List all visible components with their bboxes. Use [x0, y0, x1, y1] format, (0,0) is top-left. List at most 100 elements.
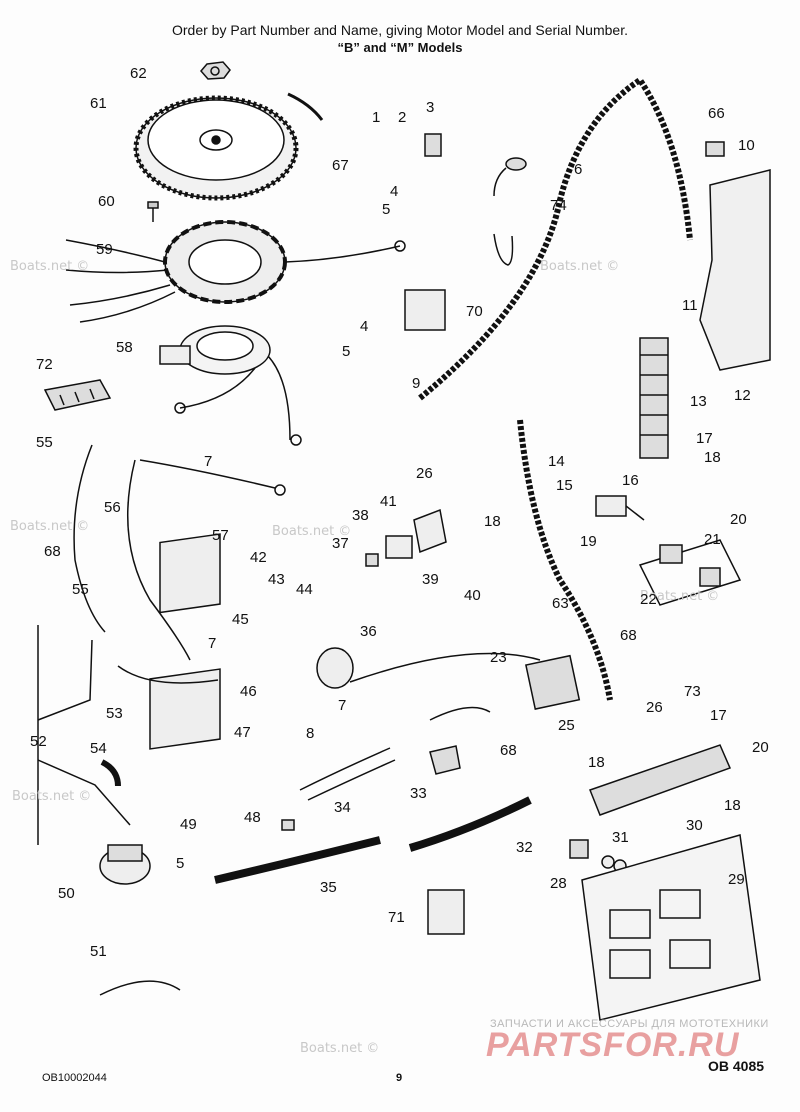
callout-8: 8: [306, 725, 314, 742]
callout-29: 29: [728, 871, 745, 888]
callout-44: 44: [296, 581, 313, 598]
part-67: [287, 92, 324, 121]
callout-19: 19: [580, 533, 597, 550]
watermark-6: Boats.net ©: [540, 259, 619, 274]
callout-23: 23: [490, 649, 507, 666]
part-3: [424, 133, 442, 157]
part-74: [493, 233, 514, 266]
callout-13: 13: [690, 393, 707, 410]
callout-70: 70: [466, 303, 483, 320]
harness-14b: [517, 419, 613, 701]
callout-18: 18: [704, 449, 721, 466]
coil-38: [385, 535, 413, 559]
terminal-strip-13: [639, 337, 669, 459]
callout-17: 17: [696, 430, 713, 447]
callout-67: 67: [332, 157, 349, 174]
callout-12: 12: [734, 387, 751, 404]
logo-wordmark: PARTSFOR.RU: [486, 1026, 740, 1064]
clip-66: [705, 141, 725, 157]
order-instruction: Order by Part Number and Name, giving Mo…: [172, 22, 628, 38]
callout-53: 53: [106, 705, 123, 722]
part-21b: [699, 567, 721, 587]
part-illustrations: [37, 61, 771, 1021]
callout-56: 56: [104, 499, 121, 516]
bracket-10: [699, 169, 771, 371]
washer-31a: [601, 855, 615, 869]
callout-45: 45: [232, 611, 249, 628]
callout-39: 39: [422, 571, 439, 588]
callout-1: 1: [372, 109, 380, 126]
callout-43: 43: [268, 571, 285, 588]
part-48: [281, 819, 295, 831]
callout-5: 5: [382, 201, 390, 218]
callout-66: 66: [708, 105, 725, 122]
callout-38: 38: [352, 507, 369, 524]
callout-37: 37: [332, 535, 349, 552]
callout-14: 14: [548, 453, 565, 470]
callout-5: 5: [176, 855, 184, 872]
callout-40: 40: [464, 587, 481, 604]
callout-68: 68: [500, 742, 517, 759]
callout-73: 73: [684, 683, 701, 700]
bracket-41: [413, 508, 447, 554]
watermark-7: Boats.net ©: [640, 589, 719, 604]
callout-22: 22: [640, 591, 657, 608]
callout-74: 74: [550, 197, 567, 214]
callout-18: 18: [484, 513, 501, 530]
diagram-code: OB10002044: [42, 1072, 107, 1084]
module-46: [117, 665, 221, 750]
callout-18: 18: [724, 797, 741, 814]
callout-36: 36: [360, 623, 377, 640]
callout-28: 28: [550, 875, 567, 892]
screw-60: [147, 201, 159, 222]
lead-34a: [299, 747, 391, 791]
rectifier-9: [404, 289, 446, 331]
callout-35: 35: [320, 879, 337, 896]
callout-18: 18: [588, 754, 605, 771]
page-number: 9: [396, 1072, 403, 1084]
callout-42: 42: [250, 549, 267, 566]
callout-4: 4: [360, 318, 368, 335]
callout-34: 34: [334, 799, 351, 816]
callout-10: 10: [738, 137, 755, 154]
figure-code: OB 4085: [708, 1058, 765, 1074]
callout-2: 2: [398, 109, 406, 126]
plate-22: [638, 539, 742, 606]
callout-20: 20: [752, 739, 769, 756]
callout-32: 32: [516, 839, 533, 856]
plate-30: [581, 834, 761, 1021]
models-subtitle: “B” and “M” Models: [337, 40, 463, 55]
callout-6: 6: [574, 161, 582, 178]
callout-25: 25: [558, 717, 575, 734]
solenoid-23: [525, 654, 581, 710]
callout-11: 11: [682, 297, 698, 314]
switch-6: [493, 157, 527, 197]
sensor-50: [99, 844, 151, 885]
power-pack-45: [159, 533, 221, 614]
callout-26: 26: [646, 699, 663, 716]
callout-55: 55: [72, 581, 89, 598]
nut-62: [200, 61, 231, 80]
terminal-strip-73: [589, 744, 732, 816]
callout-9: 9: [412, 375, 420, 392]
watermark-4: Boats.net ©: [12, 789, 91, 804]
callout-48: 48: [244, 809, 261, 826]
callout-55: 55: [36, 434, 53, 451]
callout-20: 20: [730, 511, 747, 528]
watermark-3: Boats.net ©: [272, 524, 351, 539]
callout-52: 52: [30, 733, 47, 750]
watermark-1: Boats.net ©: [10, 259, 89, 274]
watermarks: Boats.net © Boats.net © Boats.net © Boat…: [10, 259, 719, 1056]
callout-46: 46: [240, 683, 257, 700]
callout-7: 7: [204, 453, 212, 470]
part-37: [365, 553, 379, 567]
logo-tagline: ЗАПЧАСТИ И АКСЕССУАРЫ ДЛЯ МОТОТЕХНИКИ: [490, 1018, 769, 1030]
callout-51: 51: [90, 943, 107, 960]
lead-57: [127, 459, 191, 661]
capacitor-36: [316, 647, 541, 689]
label-71: [427, 889, 465, 935]
callout-31: 31: [612, 829, 629, 846]
